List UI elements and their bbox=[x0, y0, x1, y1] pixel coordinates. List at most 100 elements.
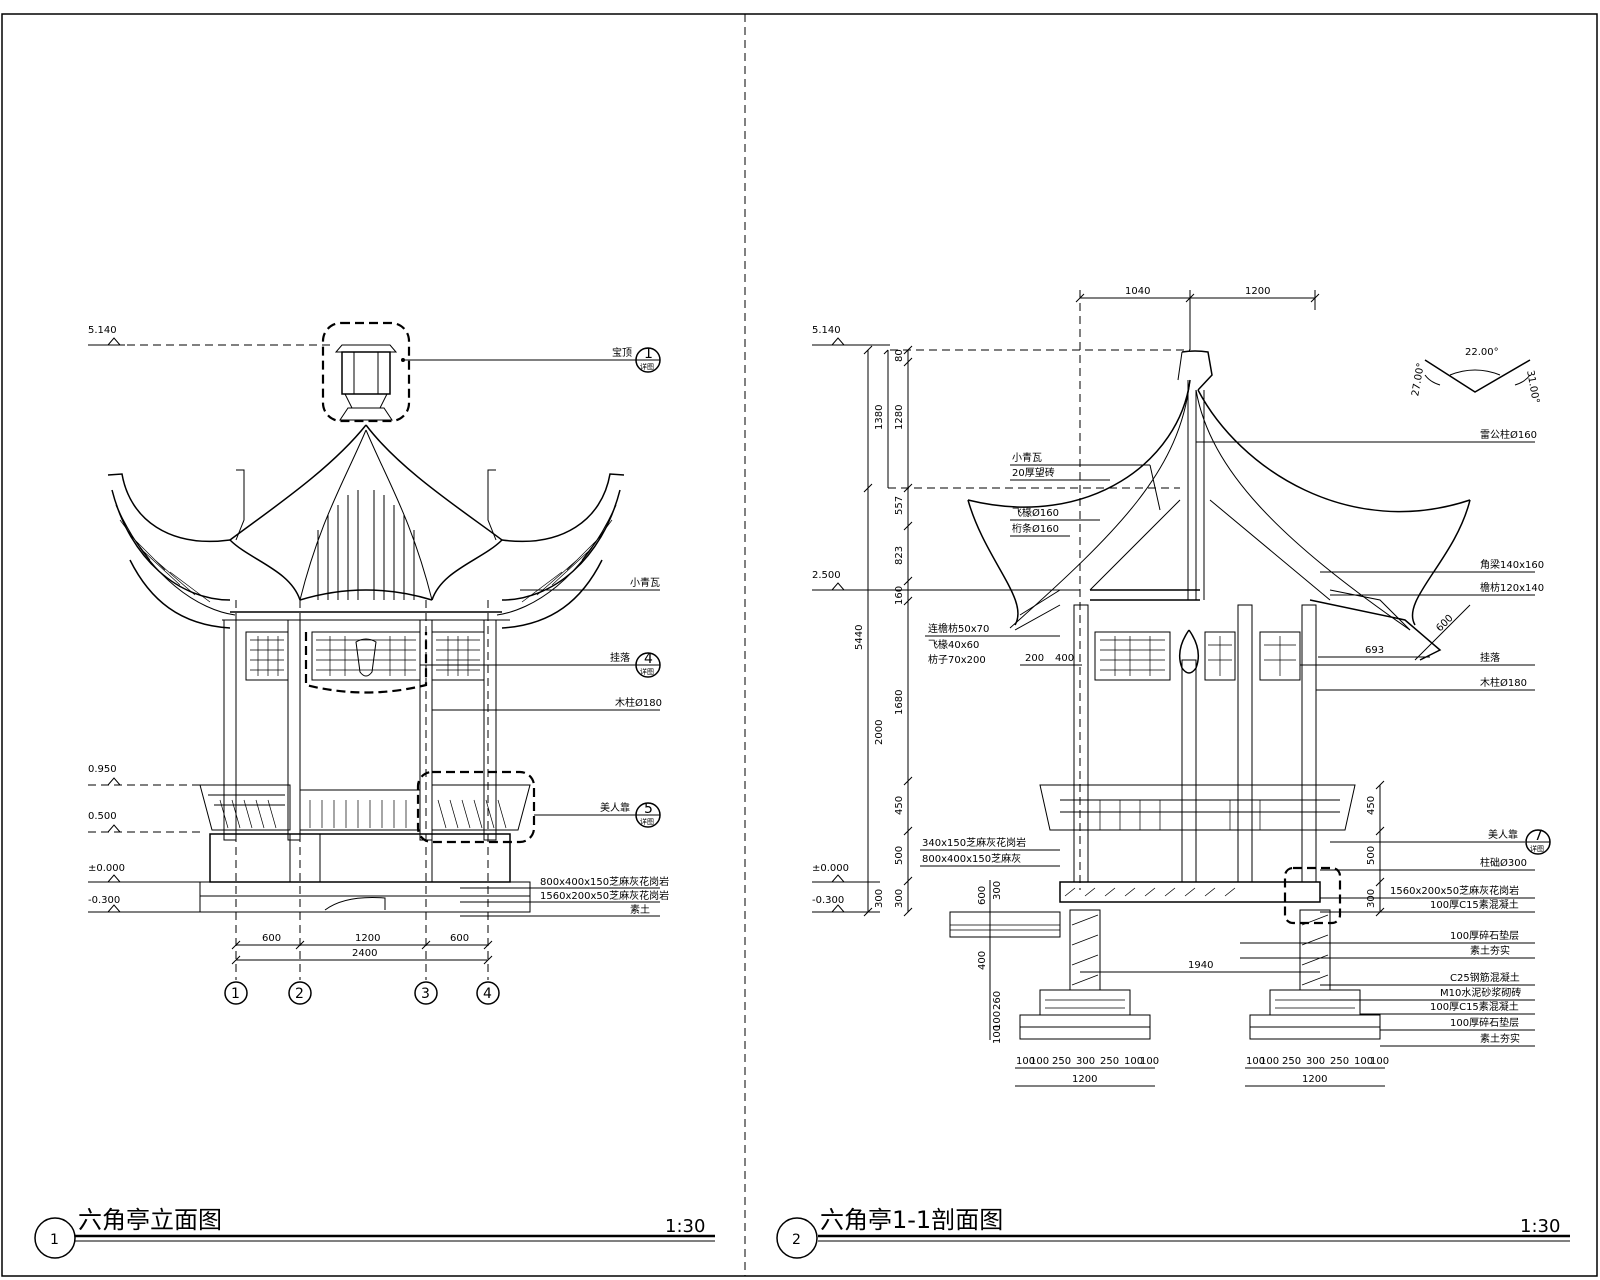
angle-label: 27.00° bbox=[1410, 362, 1427, 397]
elevation-marker-095: 0.950 bbox=[88, 764, 205, 786]
detail-ref-number: 4 bbox=[644, 651, 653, 667]
roof bbox=[107, 424, 625, 629]
label: 800x400x150芝麻灰 bbox=[922, 852, 1021, 865]
roof-angle-diagram: 22.00° 27.00° 31.00° bbox=[1410, 347, 1541, 404]
axis-label: 1 bbox=[231, 986, 240, 1002]
detail-ref-number: 1 bbox=[644, 346, 653, 362]
label: 100厚C15素混凝土 bbox=[1430, 1000, 1519, 1013]
dimension-text: 100 bbox=[1370, 1056, 1389, 1067]
label: 美人靠 bbox=[1488, 828, 1518, 841]
label-lattice: 挂落 bbox=[610, 651, 630, 664]
label: 飞椽Ø160 bbox=[1012, 506, 1059, 519]
drawing-title: 六角亭1-1剖面图 bbox=[820, 1206, 1003, 1234]
drawing-title: 六角亭立面图 bbox=[78, 1206, 222, 1234]
dimension-text: 500 bbox=[1366, 846, 1377, 865]
label: 枋子70x200 bbox=[928, 653, 986, 666]
dimension-text: 160 bbox=[894, 586, 905, 605]
label: 340x150芝麻灰花岗岩 bbox=[922, 836, 1026, 849]
dimension-text: 2400 bbox=[352, 948, 377, 959]
label: 飞椽40x60 bbox=[928, 638, 979, 651]
dimension-text: 200 bbox=[1025, 653, 1044, 664]
dimension-text: 300 bbox=[1076, 1056, 1095, 1067]
label: 小青瓦 bbox=[1012, 451, 1042, 464]
dimension-text: 300 bbox=[894, 889, 905, 908]
label: 20厚望砖 bbox=[1012, 466, 1055, 479]
axis-lines bbox=[235, 600, 489, 980]
dimension-text: 100 bbox=[1260, 1056, 1279, 1067]
dimension-text: 1200 bbox=[355, 933, 380, 944]
label-top-ornament: 宝顶 bbox=[612, 346, 632, 359]
label-column: 木柱Ø180 bbox=[615, 696, 662, 709]
dimension-text: 100 bbox=[1140, 1056, 1159, 1067]
columns bbox=[223, 619, 497, 841]
dimension-text: 300 bbox=[1306, 1056, 1325, 1067]
label-plinth-1: 800x400x150芝麻灰花岗岩 bbox=[540, 875, 669, 888]
detail-ref-sheet: 详图 bbox=[640, 667, 654, 676]
elevation-marker-top-r: 5.140 bbox=[812, 325, 1190, 351]
elevation-label: 2.500 bbox=[812, 570, 841, 581]
dimension-text: 100 bbox=[992, 1011, 1003, 1030]
dimension-text: 1940 bbox=[1188, 960, 1213, 971]
left-annotations: 小青瓦 20厚望砖 飞椽Ø160 桁条Ø160 连檐枋50x70 飞椽40x60… bbox=[920, 451, 1161, 867]
dimension-text: 100 bbox=[1030, 1056, 1049, 1067]
dimension-text: 1380 bbox=[874, 405, 885, 430]
label: 柱础Ø300 bbox=[1480, 856, 1527, 869]
axis-bubbles: 1 2 3 4 bbox=[224, 981, 500, 1005]
lattice-panels bbox=[245, 631, 485, 694]
elevation-marker-050: 0.500 bbox=[88, 811, 205, 833]
elevation-label: -0.300 bbox=[812, 895, 844, 906]
right-annotations: 雷公柱Ø160 角梁140x160 檐枋120x140 挂落 木柱Ø180 美人… bbox=[1196, 428, 1551, 1047]
detail-ref-sheet: 详图 bbox=[640, 362, 654, 371]
label: 木柱Ø180 bbox=[1480, 676, 1527, 689]
label: 檐枋120x140 bbox=[1480, 581, 1544, 594]
dimension-text: 400 bbox=[977, 951, 988, 970]
top-dimensions: 1040 1200 bbox=[1075, 286, 1320, 890]
dimension-text: 250 bbox=[1330, 1056, 1349, 1067]
dimension-text: 100 bbox=[1354, 1056, 1373, 1067]
dimension-text: 450 bbox=[1366, 796, 1377, 815]
label: 100厚碎石垫层 bbox=[1450, 1016, 1519, 1029]
label: 素土夯实 bbox=[1480, 1032, 1520, 1045]
elevation-marker-000-r: ±0.000 bbox=[812, 863, 880, 883]
detail-callout-box bbox=[321, 321, 411, 423]
vertical-dimensions-right: 450 500 300 bbox=[1366, 780, 1385, 917]
title-block-left: 1 六角亭立面图 1:30 bbox=[34, 1206, 715, 1259]
dimension-text: 600 bbox=[450, 933, 469, 944]
sheet-border bbox=[1, 13, 1598, 1277]
angle-label: 31.00° bbox=[1524, 369, 1541, 404]
dimension-text: 600 bbox=[262, 933, 281, 944]
dimension-text: 1200 bbox=[1072, 1074, 1097, 1085]
elevation-label: 0.950 bbox=[88, 764, 117, 775]
elevation-label: 5.140 bbox=[88, 325, 117, 336]
dimension-text: 557 bbox=[894, 496, 905, 515]
title-block-right: 2 六角亭1-1剖面图 1:30 bbox=[776, 1206, 1570, 1259]
dimension-text: 600 bbox=[1434, 613, 1455, 634]
elevation-marker-m030: -0.300 bbox=[88, 895, 205, 913]
elevation-drawing: 5.140 0.950 0.500 ±0.000 -0.300 bbox=[34, 321, 715, 1259]
dimension-text: 2000 bbox=[874, 720, 885, 745]
dimension-text: 450 bbox=[894, 796, 905, 815]
label: 1560x200x50芝麻灰花岗岩 bbox=[1390, 884, 1519, 897]
axis-label: 3 bbox=[421, 986, 430, 1002]
section-roof bbox=[967, 350, 1471, 661]
footing-dimensions: 100 100 250 300 250 100 100 1200 100 100… bbox=[977, 880, 1389, 1087]
elevation-label: ±0.000 bbox=[88, 863, 125, 874]
detail-ref-sheet: 详图 bbox=[640, 817, 654, 826]
drawing-scale: 1:30 bbox=[665, 1216, 705, 1237]
label: 雷公柱Ø160 bbox=[1480, 428, 1537, 441]
elevation-marker-top: 5.140 bbox=[88, 325, 330, 346]
section-drawing: 5.140 2.500 ±0.000 -0.300 1040 1200 bbox=[776, 286, 1570, 1259]
section-bench bbox=[1039, 784, 1356, 831]
label: 连檐枋50x70 bbox=[928, 622, 989, 635]
label: 100厚C15素混凝土 bbox=[1430, 898, 1519, 911]
elevation-label: 0.500 bbox=[88, 811, 117, 822]
dimension-text: 300 bbox=[992, 881, 1003, 900]
detail-ref-sheet: 详图 bbox=[1530, 844, 1544, 853]
dimension-text: 1200 bbox=[1302, 1074, 1327, 1085]
dimension-text: 260 bbox=[992, 991, 1003, 1010]
roof-finial bbox=[321, 321, 411, 423]
dimension-text: 1280 bbox=[894, 405, 905, 430]
vertical-dimensions: 1380 5440 80 1280 557 823 160 1680 2000 … bbox=[854, 345, 1180, 917]
dimension-text: 250 bbox=[1282, 1056, 1301, 1067]
